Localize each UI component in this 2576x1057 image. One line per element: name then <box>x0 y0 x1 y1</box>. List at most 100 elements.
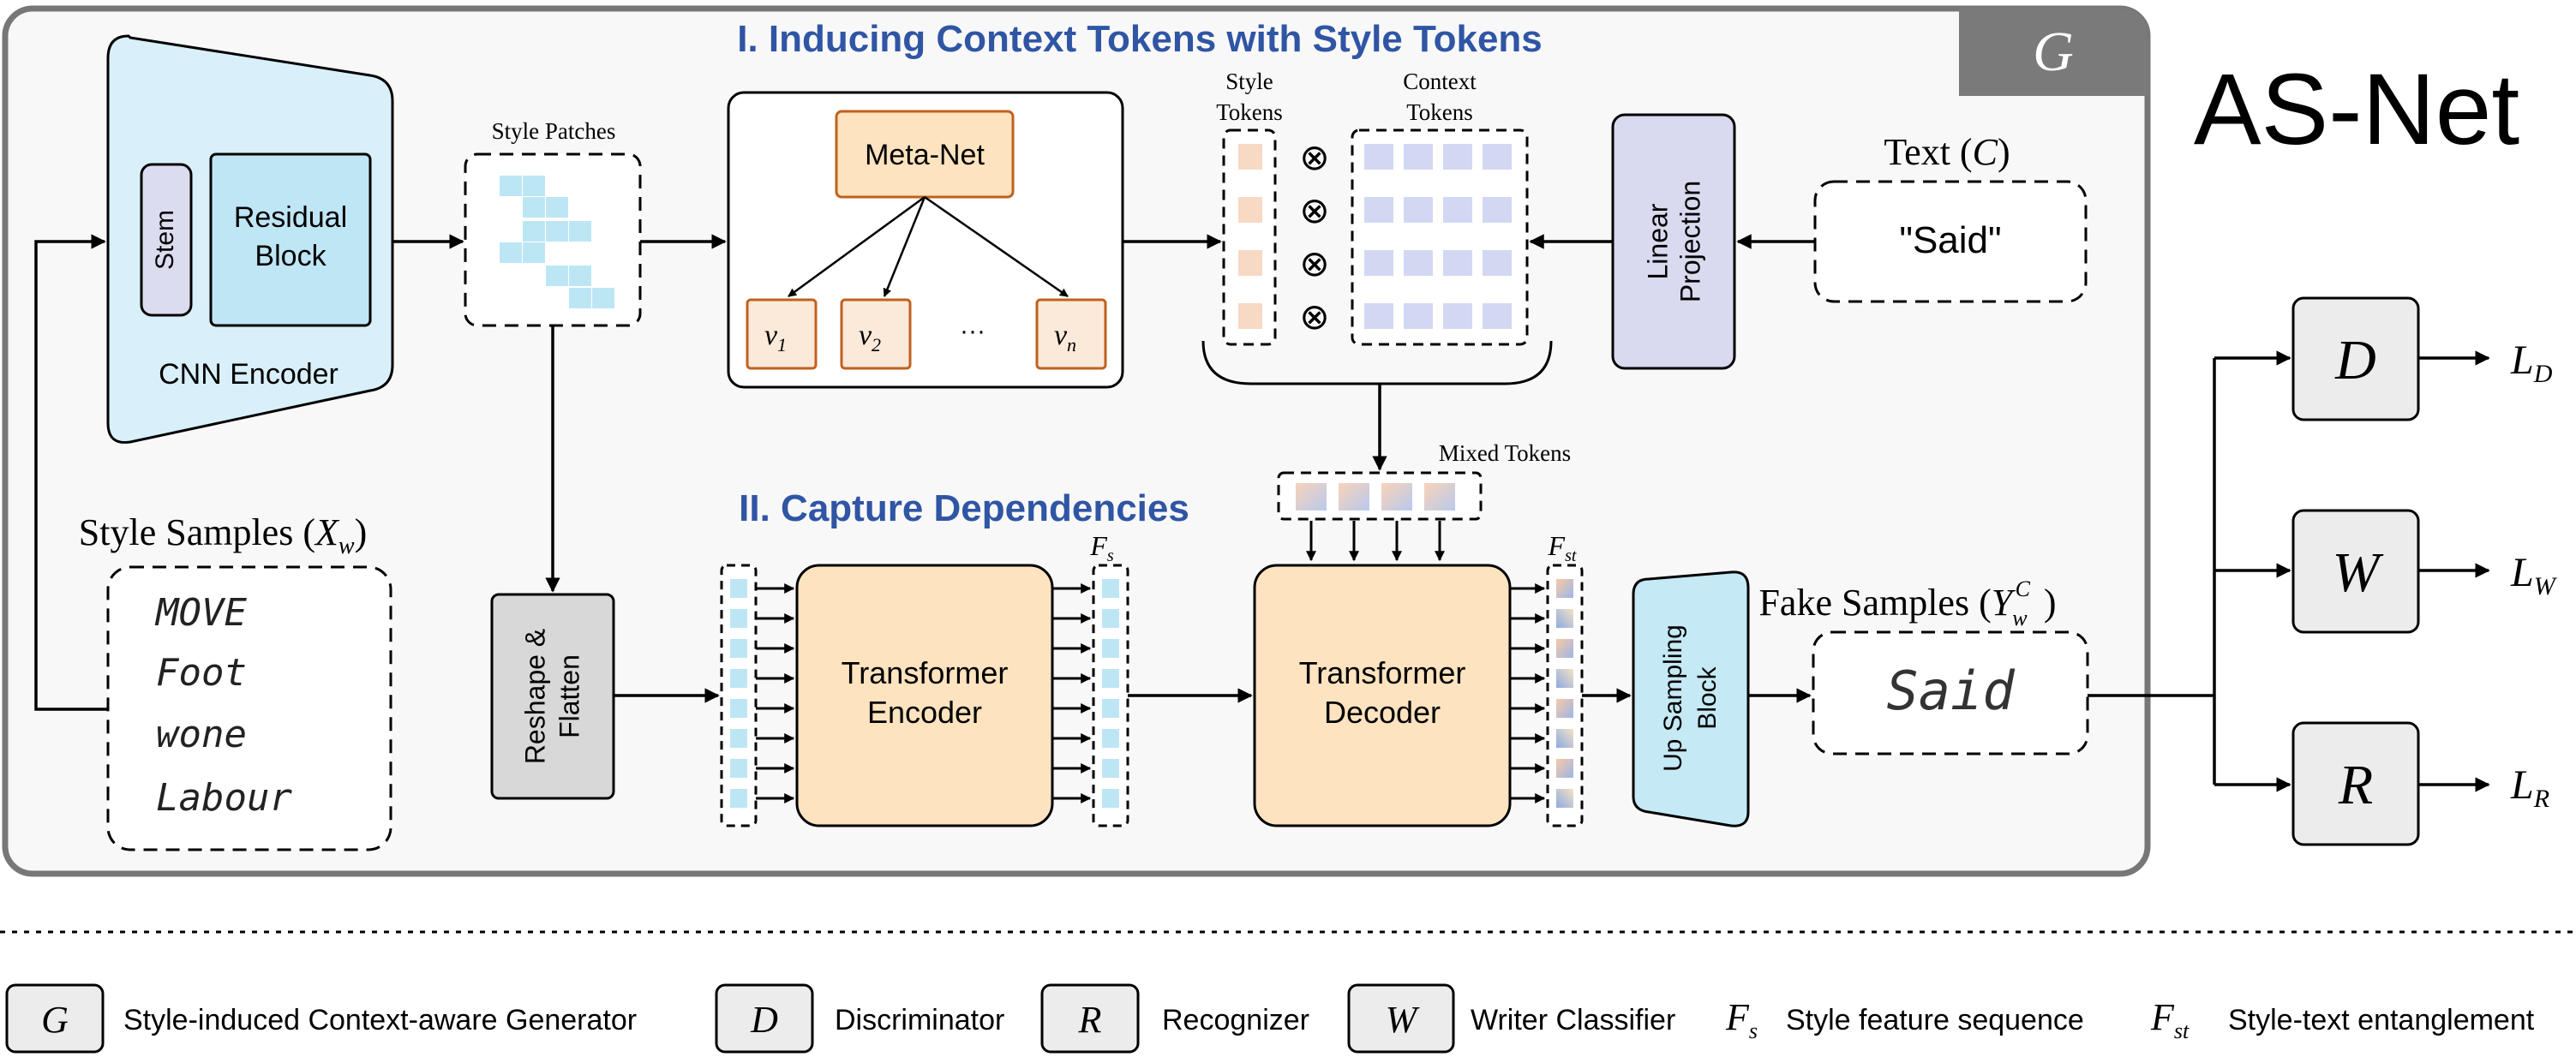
v2-label: v2 <box>859 319 881 355</box>
meta-net-panel <box>727 91 1124 389</box>
loss-w: LW <box>2510 550 2558 600</box>
reshape-line1: Reshape & <box>519 629 550 764</box>
vn-label: vn <box>1054 319 1076 355</box>
context-token <box>1364 250 1393 276</box>
legend-w-box <box>1347 983 1455 1054</box>
transformer-encoder-line1: Transformer <box>842 655 1009 690</box>
encoder-input-cell <box>730 669 747 688</box>
fst-sequence-cells <box>1556 579 1573 808</box>
encoder-input-seq-cells <box>730 579 747 808</box>
fs-cell <box>1102 579 1119 598</box>
mixed-token-arrows <box>1306 521 1445 562</box>
style-sample-word-3: wone <box>156 713 247 756</box>
style-patch-tile <box>546 197 568 218</box>
legend-g-text: Style-induced Context-aware Generator <box>123 1004 637 1036</box>
legend-r-symbol: R <box>1078 999 1102 1041</box>
style-token <box>1238 197 1262 223</box>
encoder-input-cell <box>730 699 747 718</box>
style-patch-tile <box>500 242 522 263</box>
fs-cell <box>1102 639 1119 658</box>
encoder-input-cell <box>730 609 747 628</box>
fst-cell <box>1556 609 1573 628</box>
style-sample-word-1: MOVE <box>154 591 247 635</box>
transformer-encoder-block <box>795 564 1054 827</box>
context-token <box>1404 144 1433 170</box>
text-input-label: Text (C) <box>1884 131 2010 173</box>
context-token <box>1443 250 1472 276</box>
style-patch-tile <box>523 221 545 242</box>
vn-box <box>1035 298 1107 370</box>
context-token <box>1443 197 1472 223</box>
generator-badge-bg <box>1959 9 2148 96</box>
fst-cell <box>1556 759 1573 778</box>
loss-d: LD <box>2510 337 2553 388</box>
transformer-encoder-line2: Encoder <box>867 695 982 730</box>
style-samples-label: Style Samples (Xw) <box>79 511 367 559</box>
context-token <box>1483 197 1512 223</box>
context-token <box>1404 197 1433 223</box>
style-patch-tile <box>523 197 545 218</box>
linear-projection-block <box>1611 113 1736 370</box>
encoder-input-cell <box>730 729 747 748</box>
fs-cell <box>1102 609 1119 628</box>
legend-g-box <box>5 983 105 1054</box>
discriminator-head-label: D <box>2334 329 2376 391</box>
connectors <box>34 234 2490 792</box>
context-token <box>1483 144 1512 170</box>
text-input-value: "Said" <box>1899 219 2001 261</box>
style-patch-tile <box>546 266 568 286</box>
fs-sequence <box>1092 564 1129 827</box>
fs-cell <box>1102 699 1119 718</box>
otimes-2: ⊗ <box>1299 190 1329 230</box>
mixed-token <box>1424 483 1455 511</box>
fst-label: Fst <box>1548 530 1577 565</box>
transformer-decoder-line1: Transformer <box>1299 655 1466 690</box>
diagram-title: AS-Net <box>2194 53 2519 166</box>
otimes-column: ⊗ ⊗ ⊗ ⊗ <box>1299 137 1329 337</box>
legend-fst-text: Style-text entanglement <box>2228 1004 2535 1036</box>
meta-net-to-v2 <box>883 196 926 297</box>
otimes-3: ⊗ <box>1299 243 1329 284</box>
legend-r-text: Recognizer <box>1162 1004 1309 1036</box>
legend: G Style-induced Context-aware Generator … <box>5 983 2535 1054</box>
generator-badge-label: G <box>2033 21 2074 83</box>
style-tokens-label-line2: Tokens <box>1216 99 1283 125</box>
fs-cell <box>1102 789 1119 808</box>
fst-cell <box>1556 729 1573 748</box>
context-token <box>1364 303 1393 329</box>
style-patches-label: Style Patches <box>492 118 616 144</box>
otimes-4: ⊗ <box>1299 296 1329 337</box>
sequence-arrows <box>756 583 1546 803</box>
residual-label-line1: Residual <box>234 201 347 234</box>
fst-cell <box>1556 699 1573 718</box>
fake-samples-box <box>1812 630 2089 755</box>
stem-label: Stem <box>151 210 179 270</box>
legend-w-symbol: W <box>1386 999 1420 1041</box>
style-tokens-box <box>1222 128 1277 346</box>
style-patch-tile <box>523 242 545 263</box>
legend-fst-symbol: Fst <box>2150 996 2190 1043</box>
style-patch-tile <box>569 288 591 308</box>
mixed-token <box>1381 483 1412 511</box>
style-tokens-column <box>1238 144 1262 329</box>
context-tokens-label-line2: Tokens <box>1406 99 1473 125</box>
context-tokens-box <box>1351 128 1529 346</box>
encoder-input-cell <box>730 639 747 658</box>
encoder-input-cell <box>730 789 747 808</box>
v1-label: v1 <box>764 319 787 355</box>
style-patch-tile <box>500 176 522 196</box>
v-ellipsis: ··· <box>960 317 985 345</box>
legend-fs-text: Style feature sequence <box>1786 1004 2084 1036</box>
meta-net-label: Meta-Net <box>865 139 985 171</box>
context-token <box>1404 303 1433 329</box>
fake-sample-word: Said <box>1886 660 2015 722</box>
transformer-decoder-line2: Decoder <box>1324 695 1441 730</box>
style-token <box>1238 250 1262 276</box>
context-token <box>1443 144 1472 170</box>
mixed-tokens-label: Mixed Tokens <box>1439 440 1571 466</box>
fs-cell <box>1102 759 1119 778</box>
style-patch-tile <box>546 221 568 242</box>
style-token <box>1238 144 1262 170</box>
legend-w-text: Writer Classifier <box>1471 1004 1675 1036</box>
